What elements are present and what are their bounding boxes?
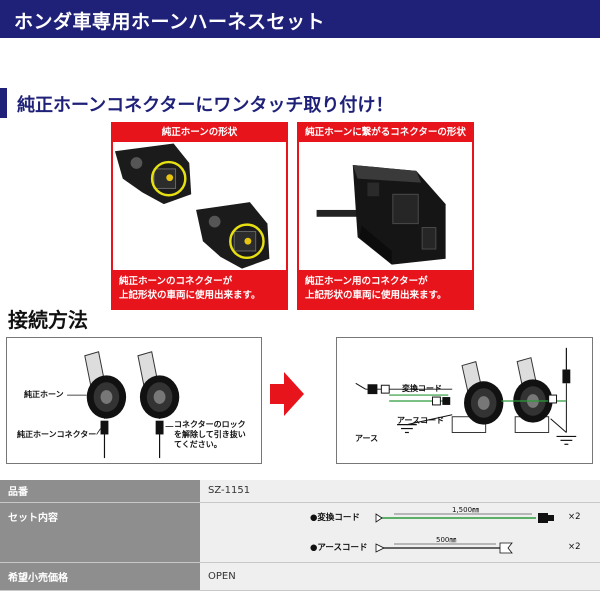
row-value-part-number: SZ-1151 [200, 480, 600, 503]
panel-horn-shape: 純正ホーンの形状 純正ホーンのコネクターが 上記形状の車両に使用出来ます。 [111, 122, 288, 310]
set-item-qty: ×2 [568, 541, 581, 552]
spec-table: 品番 SZ-1151 セット内容 ●変換コード 1,500㎜ ×2 [0, 480, 600, 591]
set-item-label: ●変換コード [310, 512, 360, 523]
set-item-ground-cord: ●アースコード 500㎜ ×2 [310, 536, 600, 557]
label-ground: アース [355, 434, 379, 443]
panel-caption: 純正ホーンのコネクターが 上記形状の車両に使用出来ます。 [113, 270, 286, 308]
note-line: を解除して引き抜い [174, 430, 246, 439]
note-line: コネクターのロック [174, 420, 246, 429]
panel-caption: 純正ホーン用のコネクターが 上記形状の車両に使用出来ます。 [299, 270, 472, 308]
label-conversion-cord: 変換コード [402, 384, 442, 393]
set-item-conversion-cord: ●変換コード 1,500㎜ ×2 [310, 506, 600, 527]
subheading: 純正ホーンコネクターにワンタッチ取り付け！ [0, 88, 600, 118]
label-ground-cord: アースコード [397, 416, 445, 425]
connector-illustration [299, 142, 472, 272]
page-title: ホンダ車専用ホーンハーネスセット [14, 11, 326, 33]
header-banner: ホンダ車専用ホーンハーネスセット [0, 0, 600, 38]
set-item-qty: ×2 [568, 511, 581, 522]
table-row: 希望小売価格 OPEN [0, 562, 600, 591]
label-stock-connector: 純正ホーンコネクター [17, 430, 97, 439]
set-item-length: 1,500㎜ [452, 505, 480, 514]
unlock-note: コネクターのロック を解除して引き抜い てください。 [174, 420, 246, 450]
label-stock-horn: 純正ホーン [24, 390, 64, 399]
horn-shape-illustration [113, 142, 286, 272]
subheading-accent-bar [0, 88, 7, 118]
caption-line: 上記形状の車両に使用出来ます。 [119, 290, 261, 301]
set-item-label: ●アースコード [310, 542, 368, 553]
connection-method-title: 接続方法 [8, 308, 88, 332]
panel-title: 純正ホーンの形状 [113, 124, 286, 142]
diagram-after [336, 337, 593, 464]
set-item-length: 500㎜ [436, 535, 457, 544]
row-value-price: OPEN [200, 562, 600, 591]
caption-line: 上記形状の車両に使用出来ます。 [305, 290, 447, 301]
table-row: セット内容 ●変換コード 1,500㎜ ×2 [0, 502, 600, 563]
row-key-part-number: 品番 [0, 480, 200, 503]
row-key-price: 希望小売価格 [0, 562, 200, 591]
diagram-before [6, 337, 262, 464]
arrow-right-icon [270, 372, 304, 416]
row-value-set-contents: ●変換コード 1,500㎜ ×2 ●アースコード 500㎜ ×2 [200, 502, 600, 563]
table-row: 品番 SZ-1151 [0, 480, 600, 503]
note-line: てください。 [174, 440, 222, 449]
caption-line: 純正ホーンのコネクターが [119, 276, 233, 287]
panel-connector-shape: 純正ホーンに繋がるコネクターの形状 純正ホーン用のコネクターが 上記形状の車両に… [297, 122, 474, 310]
panel-title: 純正ホーンに繋がるコネクターの形状 [299, 124, 472, 142]
subheading-text: 純正ホーンコネクターにワンタッチ取り付け！ [17, 95, 394, 116]
row-key-set-contents: セット内容 [0, 502, 200, 563]
caption-line: 純正ホーン用のコネクターが [305, 276, 428, 287]
